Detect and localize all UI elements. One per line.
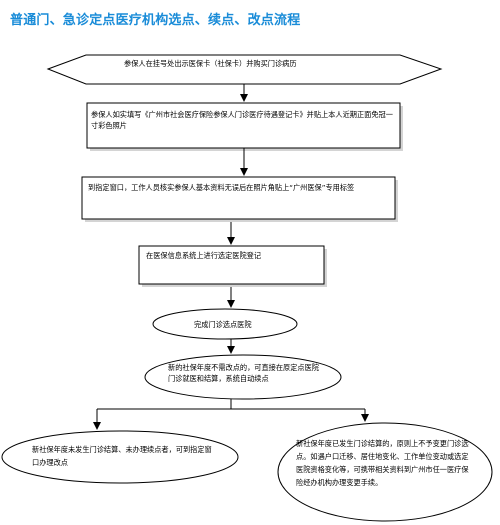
branch-right-text: 新社保年度已发生门诊结算的，原则上不予变更门诊选点。如遇户口迁移、居住地变化、工… xyxy=(296,439,469,487)
verify-step-text: 到指定窗口，工作人员核实参保人基本资料无误后在照片角贴上“广州医保”专用标签 xyxy=(88,183,355,192)
start-step-text: 参保人在挂号处出示医保卡（社保卡）并购买门诊病历 xyxy=(124,59,297,68)
register-box xyxy=(138,245,325,285)
start-hexagon xyxy=(46,54,443,85)
complete-step-text: 完成门诊选点医院 xyxy=(194,320,252,329)
complete-ellipse xyxy=(152,308,298,340)
page-title: 普通门、急诊定点医疗机构选点、续点、改点流程 xyxy=(10,13,301,28)
register-step-text: 在医保信息系统上进行选定医院登记 xyxy=(146,251,262,260)
fill-card-step-text: 参保人如实填写《广州市社会医疗保险参保人门诊医疗待遇登记卡》并贴上本人近期正面免… xyxy=(91,110,393,130)
fill-card-box xyxy=(86,102,401,149)
verify-box xyxy=(81,176,396,220)
branch-left-text: 新社保年度未发生门诊结算、未办理续点者，可到指定窗口办理改点 xyxy=(32,445,212,467)
branch-right-ellipse xyxy=(277,422,493,522)
branch-left-ellipse xyxy=(1,430,239,484)
renew-ellipse xyxy=(144,354,342,400)
renew-step-text: 新的社保年度不需改点的，可直接在原定点医院门诊就医和结算，系统自动续点 xyxy=(168,363,319,383)
